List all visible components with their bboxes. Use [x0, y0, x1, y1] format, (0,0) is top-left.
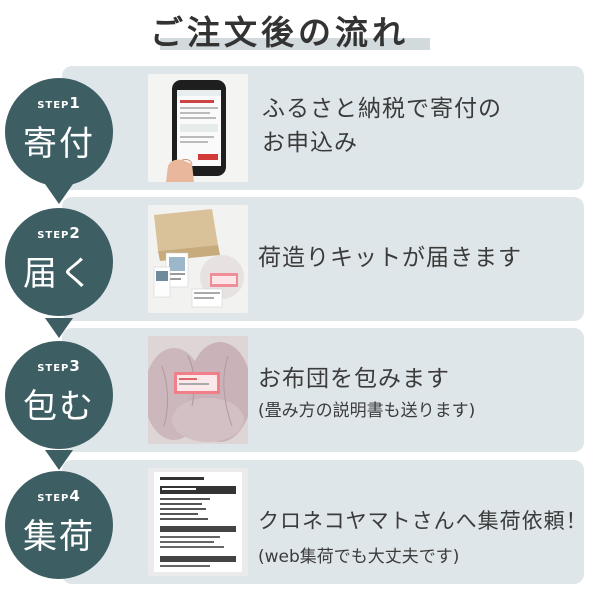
step-3-line-1: お布団を包みます: [258, 366, 450, 392]
step-4-badge: STEP4 集荷: [5, 471, 113, 579]
step-2-card: 荷造りキットが届きます: [62, 197, 584, 321]
step-3-line-2: (畳み方の説明書も送ります): [258, 401, 476, 421]
step-number: 3: [69, 357, 81, 375]
page-title: ご注文後の流れ: [150, 13, 409, 52]
step-2-line-1: 荷造りキットが届きます: [258, 245, 522, 271]
step-number: 2: [69, 224, 81, 242]
step-2-title: 届く: [23, 254, 95, 294]
step-1-line-1: ふるさと納税で寄付の: [262, 96, 502, 122]
step-3-text: お布団を包みます (畳み方の説明書も送ります): [258, 362, 578, 426]
step-4-line-1: クロネコヤマトさんへ集荷依頼！: [258, 509, 588, 533]
step-1-text: ふるさと納税で寄付の お申込み: [262, 92, 582, 160]
step-2-text: 荷造りキットが届きます: [258, 241, 578, 275]
step-4-title: 集荷: [23, 517, 95, 557]
step-1-title: 寄付: [23, 124, 95, 164]
step-4-card: クロネコヤマトさんへ集荷依頼！ (web集荷でも大丈夫です): [62, 460, 588, 584]
kit-box-image: [148, 205, 248, 313]
arrow-down-icon: [45, 184, 73, 204]
step-1-line-2: お申込み: [262, 130, 358, 156]
step-2-label: STEP2: [5, 224, 113, 242]
step-2-badge: STEP2 届く: [5, 208, 113, 316]
arrow-down-icon: [45, 450, 73, 470]
header: ご注文後の流れ: [0, 0, 600, 60]
step-1-badge: STEP1 寄付: [5, 78, 113, 186]
step-1-card: ふるさと納税で寄付の お申込み: [62, 66, 584, 190]
step-3-card: お布団を包みます (畳み方の説明書も送ります): [62, 328, 584, 452]
collection-form-image: [148, 468, 248, 576]
step-word: STEP: [37, 363, 70, 374]
arrow-down-icon: [45, 318, 73, 338]
step-number: 1: [69, 94, 81, 112]
wrapped-futon-image: [148, 336, 248, 444]
step-1-label: STEP1: [5, 94, 113, 112]
step-word: STEP: [37, 100, 70, 111]
step-4-text: クロネコヤマトさんへ集荷依頼！ (web集荷でも大丈夫です): [258, 504, 588, 572]
step-3-badge: STEP3 包む: [5, 341, 113, 449]
step-number: 4: [69, 487, 81, 505]
title-underline: [160, 38, 430, 50]
step-word: STEP: [37, 493, 70, 504]
step-4-label: STEP4: [5, 487, 113, 505]
step-4-line-2: (web集荷でも大丈夫です): [258, 547, 460, 567]
phone-hand-image: [148, 74, 248, 182]
step-3-title: 包む: [23, 387, 95, 427]
step-word: STEP: [37, 230, 70, 241]
step-3-label: STEP3: [5, 357, 113, 375]
